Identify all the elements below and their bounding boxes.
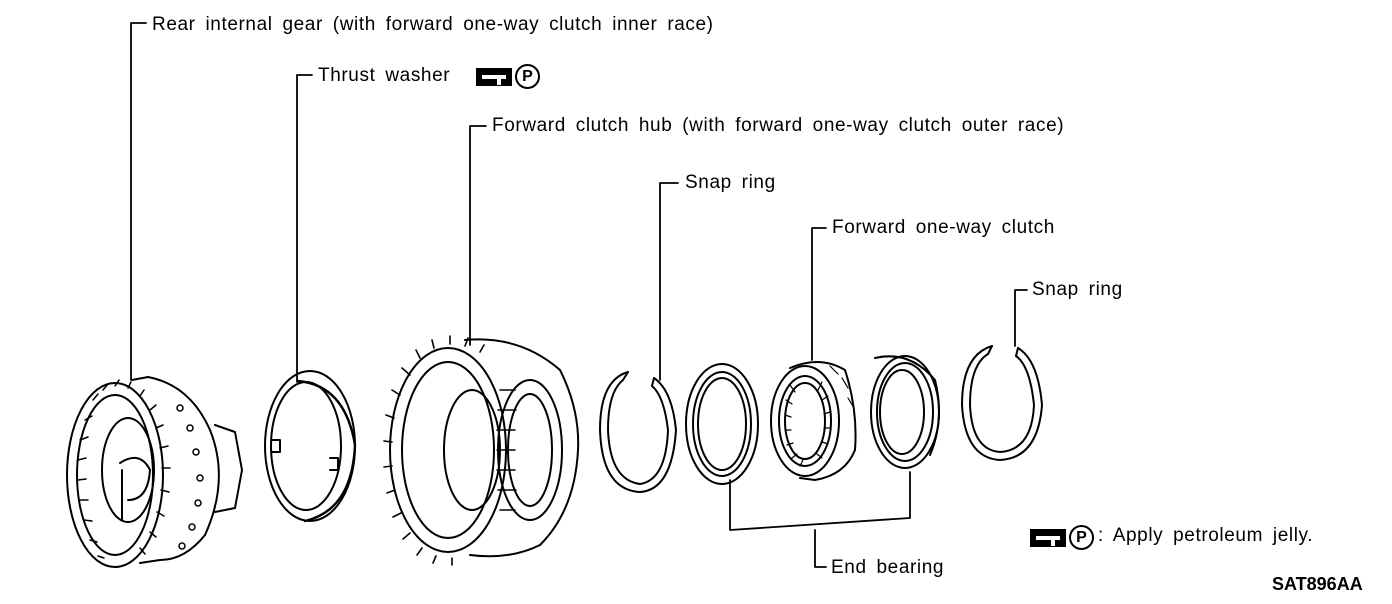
petroleum-jelly-brush-icon (476, 67, 512, 86)
label-forward-one-way-clutch: Forward one-way clutch (832, 217, 1055, 238)
leader-forward-one-way-clutch (811, 227, 827, 361)
leader-lines (130, 22, 1028, 568)
leader-snap-ring-1 (659, 182, 679, 381)
thrust-washer-symbols: P (476, 64, 540, 89)
rear-internal-gear-drawing (66, 376, 243, 568)
snap-ring-2-drawing (961, 345, 1043, 461)
leader-snap-ring-2 (1014, 289, 1028, 347)
petroleum-jelly-brush-icon (1030, 528, 1066, 547)
leader-rear-internal-gear (130, 22, 147, 381)
thrust-washer-drawing (264, 370, 357, 523)
label-end-bearing: End bearing (831, 557, 945, 578)
label-rear-internal-gear: Rear internal gear (with forward one-way… (152, 14, 714, 35)
label-thrust-washer: Thrust washer (318, 65, 451, 86)
leader-thrust-washer (296, 74, 313, 383)
p-circle-icon: P (515, 64, 540, 89)
legend-symbols: P (1030, 525, 1094, 550)
leader-end-bearing-stem (814, 529, 827, 568)
leader-forward-clutch-hub (469, 125, 487, 346)
end-bearing-2-drawing (870, 355, 940, 469)
label-snap-ring-1: Snap ring (685, 172, 776, 193)
leader-end-bearing (729, 471, 911, 531)
label-forward-clutch-hub: Forward clutch hub (with forward one-way… (492, 115, 1065, 136)
forward-clutch-hub-drawing (383, 335, 580, 566)
p-circle-icon: P (1069, 525, 1094, 550)
label-snap-ring-2: Snap ring (1032, 279, 1123, 300)
snap-ring-1-drawing (599, 371, 677, 493)
figure-code: SAT896AA (1272, 574, 1363, 594)
legend-text: : Apply petroleum jelly. (1098, 525, 1314, 546)
end-bearing-1-drawing (685, 363, 759, 485)
forward-one-way-clutch-drawing (770, 361, 857, 481)
